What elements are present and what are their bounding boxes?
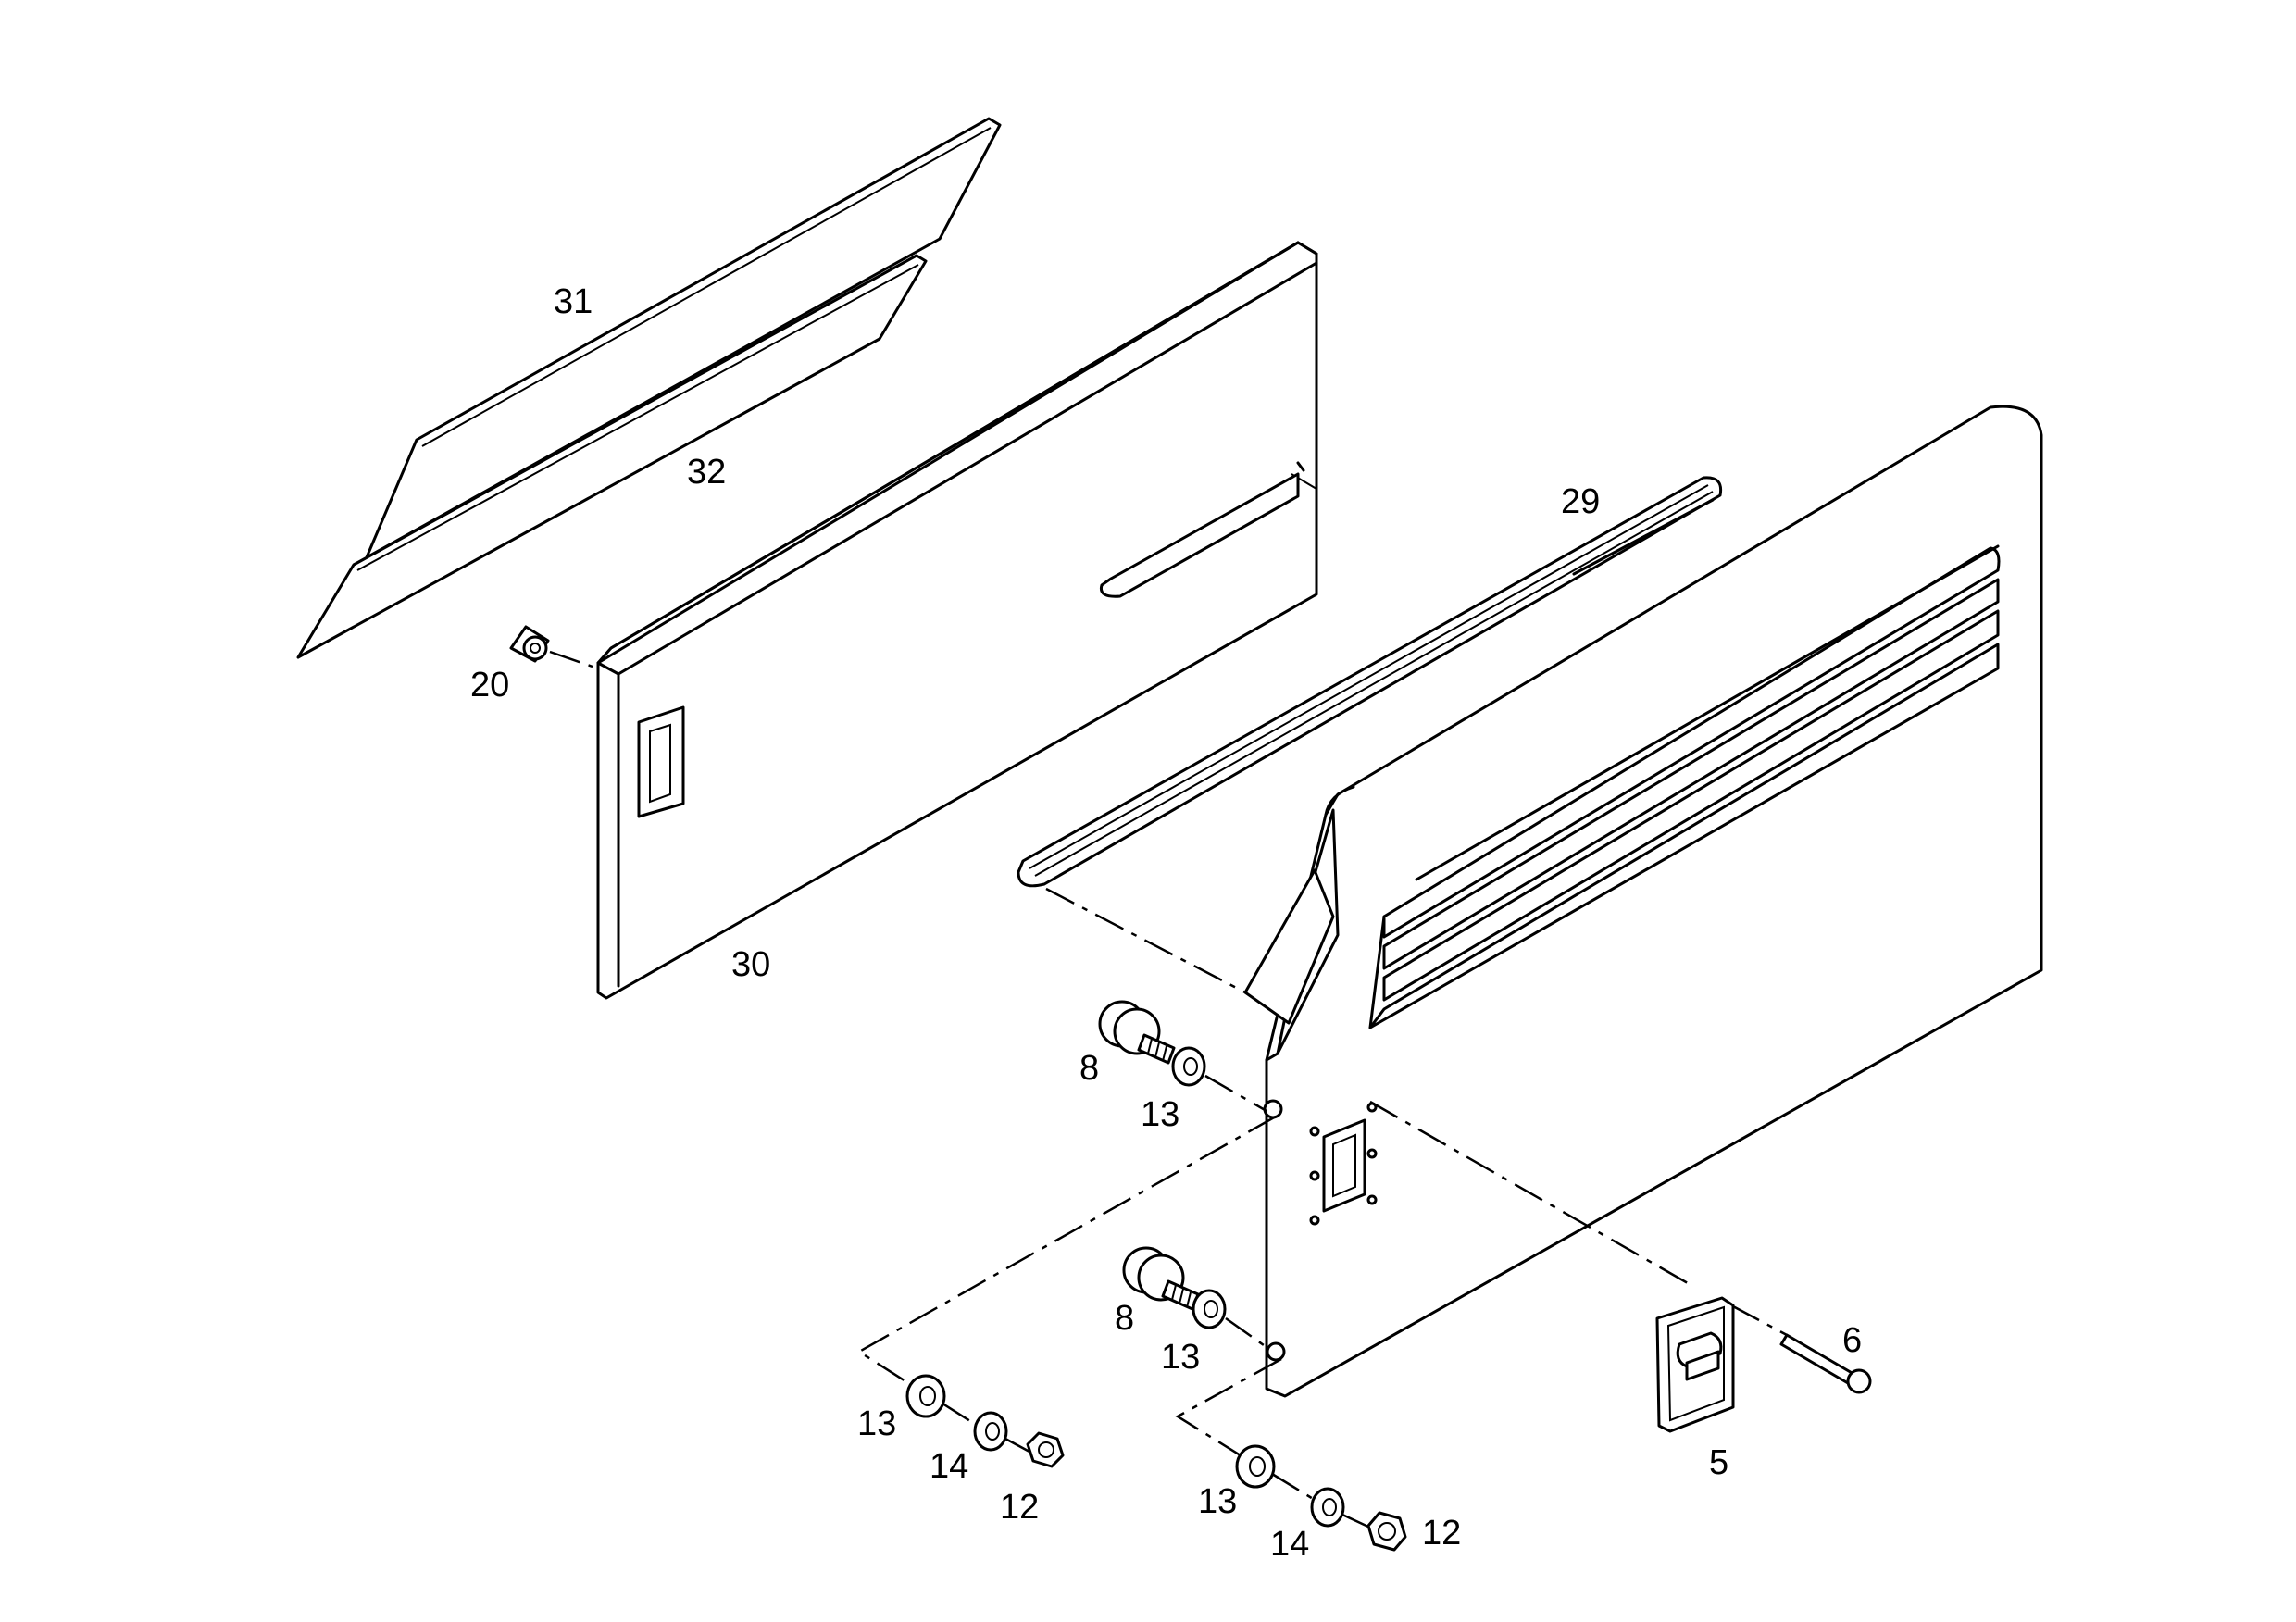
label-part-29: 29 [1561, 482, 1600, 521]
part-20-clip [509, 625, 550, 663]
label-part-5: 5 [1709, 1443, 1728, 1482]
outer-door-shell [1243, 405, 2043, 1398]
part-14-lock-washer-left-set [973, 1411, 1008, 1452]
label-part-6: 6 [1842, 1321, 1862, 1360]
part-13-washer-left-set [905, 1374, 946, 1418]
part-31-glass-strip [365, 117, 1002, 559]
label-part-13-left-set: 13 [857, 1404, 896, 1443]
part-12-nut-right-set [1366, 1511, 1407, 1552]
part-8-hinge-pin-lower [1122, 1246, 1200, 1311]
part-29-seal-strip [1017, 476, 1723, 888]
label-part-20: 20 [470, 666, 509, 705]
part-13-washer-lower [1192, 1289, 1227, 1329]
leader-line-nut-set-left [856, 1115, 1277, 1396]
label-part-8-lower: 8 [1115, 1299, 1134, 1338]
leader-line-left-set-2 [1004, 1437, 1030, 1454]
leader-line-right-set-2 [1341, 1513, 1371, 1529]
part-30-door-panel [596, 241, 1318, 1000]
part-8-hinge-pin-upper [1098, 1000, 1176, 1065]
leader-line-hinge-lower [1225, 1316, 1271, 1352]
label-part-14-right-set: 14 [1270, 1525, 1309, 1564]
label-part-12-right-set: 12 [1422, 1514, 1461, 1553]
part-13-washer-upper [1171, 1046, 1206, 1087]
label-part-31: 31 [554, 282, 593, 321]
label-part-14-left-set: 14 [930, 1447, 968, 1486]
leader-line-bolt [1730, 1304, 1788, 1337]
leader-line-hinge-upper [1204, 1074, 1267, 1113]
part-5-door-handle [1655, 1296, 1735, 1433]
label-part-13-upper: 13 [1141, 1095, 1179, 1134]
label-part-13-lower: 13 [1161, 1338, 1200, 1377]
label-part-12-left-set: 12 [1000, 1488, 1039, 1527]
leader-line-right-set [1271, 1472, 1316, 1502]
part-13-washer-right-set [1235, 1444, 1276, 1489]
label-part-13-right-set: 13 [1198, 1482, 1237, 1521]
part-12-nut-left-set [1026, 1431, 1065, 1468]
leader-line-29 [1045, 887, 1246, 994]
label-part-8-upper: 8 [1079, 1049, 1099, 1088]
part-6-bolt [1779, 1333, 1872, 1394]
part-14-lock-washer-right-set [1310, 1487, 1345, 1528]
label-part-30: 30 [731, 945, 770, 984]
leader-line-nut-set-right [1175, 1357, 1282, 1466]
leader-line-handle [1369, 1100, 1695, 1289]
leader-line-left-set [942, 1402, 979, 1428]
label-part-32: 32 [687, 453, 726, 492]
part-32-glass-strip [296, 254, 928, 659]
leader-line-20 [549, 650, 593, 668]
